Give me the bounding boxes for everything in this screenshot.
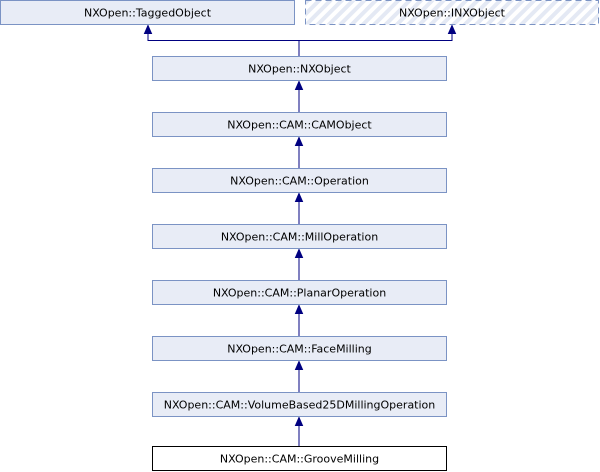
class-node-milloperation[interactable]: NXOpen::CAM::MillOperation bbox=[152, 224, 447, 249]
inheritance-arrowhead bbox=[294, 416, 304, 426]
inheritance-arrowhead bbox=[294, 136, 304, 146]
edge-groovemilling-to-volumebased bbox=[294, 416, 304, 447]
class-label: NXOpen::CAM::MillOperation bbox=[221, 231, 378, 244]
class-node-inx[interactable]: NXOpen::INXObject bbox=[305, 0, 599, 25]
inheritance-arrowhead bbox=[143, 24, 153, 34]
class-box bbox=[152, 392, 447, 417]
class-box bbox=[152, 446, 447, 471]
inheritance-arrowhead bbox=[294, 248, 304, 258]
class-label: NXOpen::INXObject bbox=[399, 7, 506, 20]
class-box bbox=[152, 336, 447, 361]
edge-planaroperation-to-milloperation bbox=[294, 248, 304, 281]
class-node-groovemilling: NXOpen::CAM::GrooveMilling bbox=[152, 446, 447, 471]
class-label: NXOpen::CAM::PlanarOperation bbox=[213, 287, 386, 300]
edge-facemilling-to-planaroperation bbox=[294, 304, 304, 337]
class-label: NXOpen::CAM::VolumeBased25DMillingOperat… bbox=[164, 399, 436, 412]
inheritance-line bbox=[298, 26, 453, 57]
class-node-volumebased[interactable]: NXOpen::CAM::VolumeBased25DMillingOperat… bbox=[152, 392, 447, 417]
class-box bbox=[152, 224, 447, 249]
class-node-camobject[interactable]: NXOpen::CAM::CAMObject bbox=[152, 112, 447, 137]
inheritance-line bbox=[147, 26, 300, 57]
class-box bbox=[152, 168, 447, 193]
edge-nxobject-to-inx bbox=[298, 24, 457, 57]
class-node-nxobject[interactable]: NXOpen::NXObject bbox=[152, 56, 447, 81]
class-node-operation[interactable]: NXOpen::CAM::Operation bbox=[152, 168, 447, 193]
inheritance-arrowhead bbox=[294, 192, 304, 202]
class-label: NXOpen::NXObject bbox=[248, 63, 351, 76]
class-box bbox=[0, 0, 295, 25]
class-node-facemilling[interactable]: NXOpen::CAM::FaceMilling bbox=[152, 336, 447, 361]
edge-volumebased-to-facemilling bbox=[294, 360, 304, 393]
inheritance-arrowhead bbox=[294, 304, 304, 314]
class-label: NXOpen::TaggedObject bbox=[84, 7, 212, 20]
inheritance-arrowhead bbox=[294, 80, 304, 90]
inheritance-arrowhead bbox=[447, 24, 457, 34]
class-box bbox=[152, 112, 447, 137]
edge-camobject-to-nxobject bbox=[294, 80, 304, 113]
class-box bbox=[152, 56, 447, 81]
class-box bbox=[152, 280, 447, 305]
class-node-tagged[interactable]: NXOpen::TaggedObject bbox=[0, 0, 295, 25]
class-label: NXOpen::CAM::FaceMilling bbox=[227, 343, 372, 356]
class-box bbox=[305, 0, 599, 25]
class-node-planaroperation[interactable]: NXOpen::CAM::PlanarOperation bbox=[152, 280, 447, 305]
class-label: NXOpen::CAM::GrooveMilling bbox=[220, 453, 379, 466]
edge-milloperation-to-operation bbox=[294, 192, 304, 225]
edge-operation-to-camobject bbox=[294, 136, 304, 169]
class-label: NXOpen::CAM::Operation bbox=[230, 175, 369, 188]
edge-nxobject-to-tagged bbox=[143, 24, 300, 57]
inheritance-arrowhead bbox=[294, 360, 304, 370]
class-label: NXOpen::CAM::CAMObject bbox=[227, 119, 372, 132]
